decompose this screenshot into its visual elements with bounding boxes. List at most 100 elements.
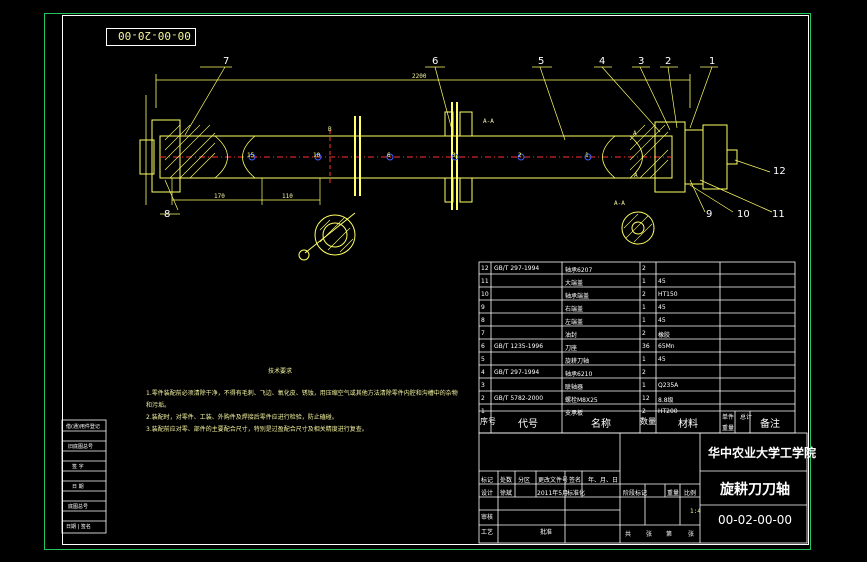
bom-cell-qty: 1: [642, 382, 646, 389]
circle-label: 3: [452, 152, 456, 159]
bom-cell-name: 左端盖: [565, 319, 584, 326]
bom-cell-material: 45: [658, 278, 666, 285]
tb-process: 工艺: [481, 529, 494, 536]
bom-cell-no: 6: [481, 343, 485, 350]
bom-header-name: 名称: [591, 419, 611, 430]
bom-cell-name: 螺栓M8X25: [565, 397, 598, 404]
bom-header-code: 代号: [518, 419, 538, 430]
bom-cell-material: 45: [658, 356, 666, 363]
bom-cell-material: 8.8级: [658, 397, 674, 404]
bom-cell-no: 5: [481, 356, 485, 363]
bom-cell-name: 旋耕刀轴: [565, 358, 590, 365]
bom-cell-no: 9: [481, 304, 485, 311]
tech-note-3: 3.装配前应对零、部件的主要配合尺寸，特别是过盈配合尺寸及相关精度进行复查。: [146, 426, 368, 433]
tb-date: 年、月、日: [588, 477, 619, 484]
tb-sheet-no: 第: [666, 531, 673, 538]
bom-cell-qty: 2: [642, 291, 646, 298]
balloon-11: 11: [772, 209, 785, 220]
bom-cell-name: 油封: [565, 332, 578, 339]
tb-standard: 标准化: [567, 490, 586, 497]
bom-cell-code: GB/T 5782-2000: [494, 395, 544, 402]
scale-text: 1:4: [690, 508, 701, 515]
circle-label: 15: [247, 152, 255, 159]
overall-dimension: 2200: [412, 73, 427, 80]
balloon-12: 12: [773, 166, 786, 177]
bom-cell-material: 橡胶: [658, 332, 671, 339]
bom-cell-name: 大端盖: [565, 280, 584, 287]
left-block-2: 旧底图总号: [68, 444, 94, 450]
bom-cell-no: 3: [481, 382, 485, 389]
bom-cell-qty: 12: [642, 395, 650, 402]
balloon-7: 7: [223, 56, 230, 67]
bom-cell-name: 支承板: [565, 410, 584, 417]
tb-sheets-unit: 张: [646, 531, 653, 538]
tb-weight: 重量: [667, 490, 680, 497]
balloon-3: 3: [638, 56, 645, 67]
bom-header-no: 序号: [480, 417, 496, 426]
bom-header-qty: 数量: [640, 417, 656, 426]
bom-cell-code: GB/T 297-1994: [494, 265, 540, 272]
tech-note-2: 2.装配时，对零件、工装、外购件及焊接后零件应进行检验，防止磕碰。: [146, 414, 338, 421]
circle-label: 1: [585, 152, 589, 159]
tb-sheets-total: 共: [625, 531, 632, 538]
left-block-1: 借(通)用件登记: [66, 424, 100, 430]
tb-design-date: 2011年5月: [537, 490, 569, 497]
tb-mark: 标记: [481, 477, 494, 484]
bom-cell-no: 4: [481, 369, 485, 376]
drawing-code: 00-02-00-00: [718, 513, 793, 527]
part-title: 旋耕刀刀轴: [720, 482, 790, 498]
bom-cell-qty: 1: [642, 356, 646, 363]
balloon-2: 2: [665, 56, 672, 67]
bom-cell-no: 1: [481, 408, 485, 415]
left-block-4: 日 期: [72, 484, 84, 490]
bom-cell-no: 7: [481, 330, 485, 337]
bom-cell-qty: 1: [642, 304, 646, 311]
balloon-5: 5: [538, 56, 545, 67]
bom-header-mat: 材料: [678, 419, 698, 430]
bom-cell-name: 联轴器: [565, 384, 584, 391]
dimension-b: 110: [282, 193, 293, 200]
balloon-8: 8: [164, 209, 171, 220]
tech-notes-title: 技术要求: [268, 368, 293, 375]
tb-zone: 分区: [518, 477, 531, 484]
bom-cell-material: Q235A: [658, 382, 679, 389]
tb-stage: 阶段标记: [623, 490, 648, 497]
tb-change: 更改文件号: [538, 477, 569, 484]
bom-header-remark: 备注: [760, 419, 780, 430]
tb-sheet-unit: 张: [688, 531, 695, 538]
circle-label: 6: [387, 152, 391, 159]
tb-scale: 比例: [684, 490, 697, 497]
bom-cell-name: 轴承端盖: [565, 293, 590, 300]
tb-count: 处数: [500, 477, 513, 484]
bom-cell-qty: 2: [642, 330, 646, 337]
balloon-1: 1: [709, 56, 716, 67]
tb-designer: 徐斌: [500, 490, 513, 497]
bom-cell-material: 45: [658, 304, 666, 311]
bom-cell-no: 8: [481, 317, 485, 324]
bom-cell-code: GB/T 297-1994: [494, 369, 540, 376]
bom-cell-name: 轴承6207: [565, 267, 593, 274]
left-block-5: 底图总号: [68, 504, 89, 510]
tb-approve: 批准: [540, 529, 553, 536]
tb-design: 设计: [481, 490, 494, 497]
bom-cell-name: 轴承6210: [565, 371, 593, 378]
arrow-label: A-A: [483, 118, 494, 125]
balloon-10: 10: [737, 209, 750, 220]
code-box: [106, 28, 196, 46]
bom-cell-qty: 2: [642, 265, 646, 272]
bom-cell-material: HT200: [658, 408, 678, 415]
dimension-a: 170: [214, 193, 225, 200]
circle-label: 10: [313, 152, 321, 159]
company-name: 华中农业大学工学院: [708, 446, 817, 460]
left-block-3: 签 字: [72, 464, 84, 470]
bom-cell-no: 2: [481, 395, 485, 402]
tech-note-1b: 和污垢。: [146, 402, 171, 409]
outer-frame: [44, 13, 811, 550]
bom-header-total: 总计: [740, 414, 753, 421]
bom-cell-qty: 1: [642, 278, 646, 285]
bom-cell-material: HT150: [658, 291, 678, 298]
bom-cell-material: 45: [658, 317, 666, 324]
bom-cell-no: 12: [481, 265, 489, 272]
